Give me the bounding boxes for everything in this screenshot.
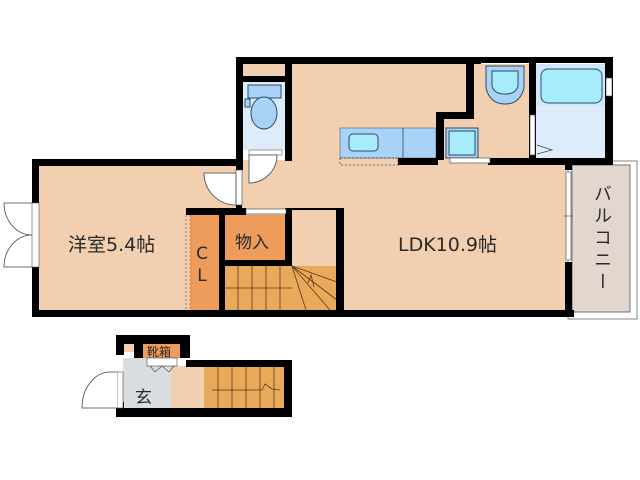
closet-label-c: C xyxy=(196,244,208,264)
shoe-box-label: 靴箱 xyxy=(147,345,172,359)
entrance-door-frame xyxy=(116,371,124,409)
ldk-label: LDK10.9帖 xyxy=(398,234,497,256)
western-room-label: 洋室5.4帖 xyxy=(68,234,156,256)
kitchen-sink xyxy=(348,133,379,152)
shoe-box-door-swing xyxy=(149,365,175,373)
entrance-door-swing xyxy=(81,371,117,409)
toilet-door-gap xyxy=(248,149,283,156)
bath-door-arrow xyxy=(536,144,554,155)
upper-small-floor xyxy=(243,64,288,76)
western-room-door-swing xyxy=(203,172,237,206)
walls-lower xyxy=(116,335,292,417)
washroom-sliding-door xyxy=(449,157,491,164)
balcony-floor xyxy=(571,164,631,313)
entrance-step xyxy=(171,366,206,410)
washbasin-bowl xyxy=(491,70,519,95)
hall-sliding-door xyxy=(245,208,287,215)
toilet-door-swing xyxy=(248,154,278,184)
toilet-paper xyxy=(244,98,251,108)
stairs-landing xyxy=(294,215,337,263)
washing-machine xyxy=(448,130,476,156)
wr-french-door-top xyxy=(3,202,33,236)
walls-upper xyxy=(32,57,613,317)
toilet-bowl xyxy=(250,96,278,130)
balcony-label: バルコニー xyxy=(591,184,612,294)
wr-french-door-bottom xyxy=(3,234,33,268)
small-niche xyxy=(124,344,134,352)
closet-label: C L xyxy=(192,243,212,287)
bath-door xyxy=(529,114,536,156)
closet-label-l: L xyxy=(197,266,207,286)
storage-floor xyxy=(225,215,285,261)
bath-window xyxy=(605,77,613,97)
wr-door-frame xyxy=(235,169,243,206)
closet-floor xyxy=(190,215,219,310)
entrance-label: 玄 xyxy=(135,388,152,408)
wr-window xyxy=(31,202,40,268)
storage-label: 物入 xyxy=(235,233,269,253)
shoe-box-floor xyxy=(143,344,180,358)
bathtub xyxy=(540,68,603,104)
toilet-tank xyxy=(247,84,282,99)
